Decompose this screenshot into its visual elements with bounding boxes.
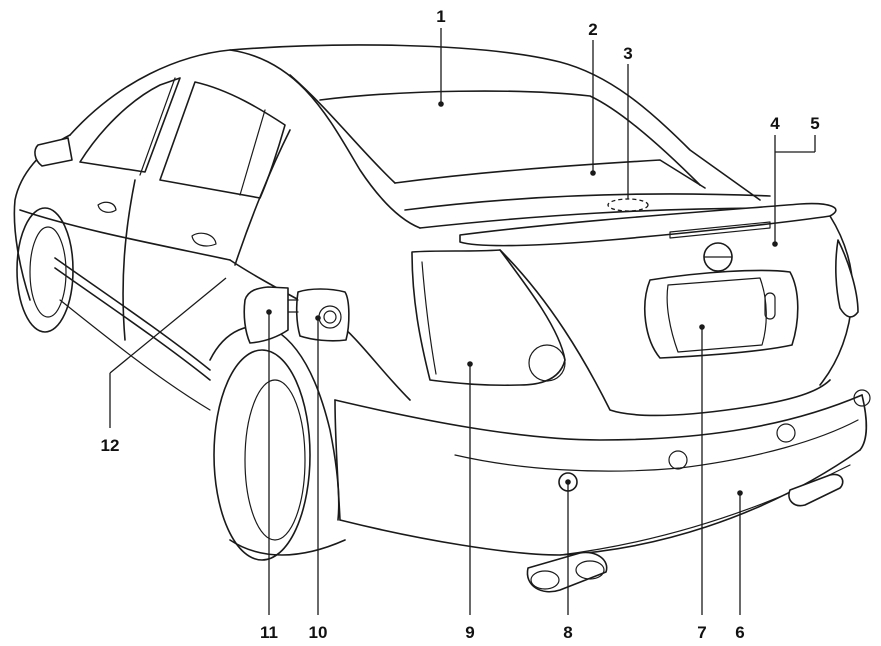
side-mirror [34,137,73,167]
leader-lines [109,28,816,615]
c-pillar [229,49,421,229]
license-plate-recess [644,269,799,359]
rear-spoiler [459,202,837,247]
callout-1: 1 [436,7,445,26]
trunk-lower [499,249,831,417]
callout-2: 2 [588,20,597,39]
front-side-window [79,77,181,173]
left-exhaust [526,551,608,593]
rear-window-bottom [394,159,706,189]
callout-7: 7 [697,623,706,642]
callout-labels: 1 2 3 4 5 6 7 8 9 10 11 12 [101,7,820,642]
callout-11: 11 [260,623,278,642]
callout-8: 8 [563,623,572,642]
c-pillar-inner [289,74,396,184]
car-illustration [13,44,871,593]
callout-3: 3 [623,44,632,63]
callout-5: 5 [810,114,819,133]
fuel-filler-door [243,286,289,344]
trunk-top-2 [419,207,781,229]
rear-wheel [213,349,311,561]
trunk-top [404,193,771,211]
right-exhaust [788,473,844,507]
front-wheel [16,207,74,333]
rear-wheel-arch [209,325,340,521]
rear-window-top [319,90,701,186]
callout-10: 10 [309,623,328,642]
right-taillight [835,239,859,318]
callout-4: 4 [770,114,780,133]
callout-6: 6 [735,623,744,642]
rear-bumper-lower [339,449,861,556]
callout-9: 9 [465,623,474,642]
roof-outline [69,44,761,201]
left-taillight [411,249,566,387]
fuel-filler-cap-area [295,288,350,342]
rear-bumper-top [334,394,863,441]
trunk-release-dashed [607,198,649,212]
callout-12: 12 [101,436,120,455]
license-plate [666,277,767,353]
